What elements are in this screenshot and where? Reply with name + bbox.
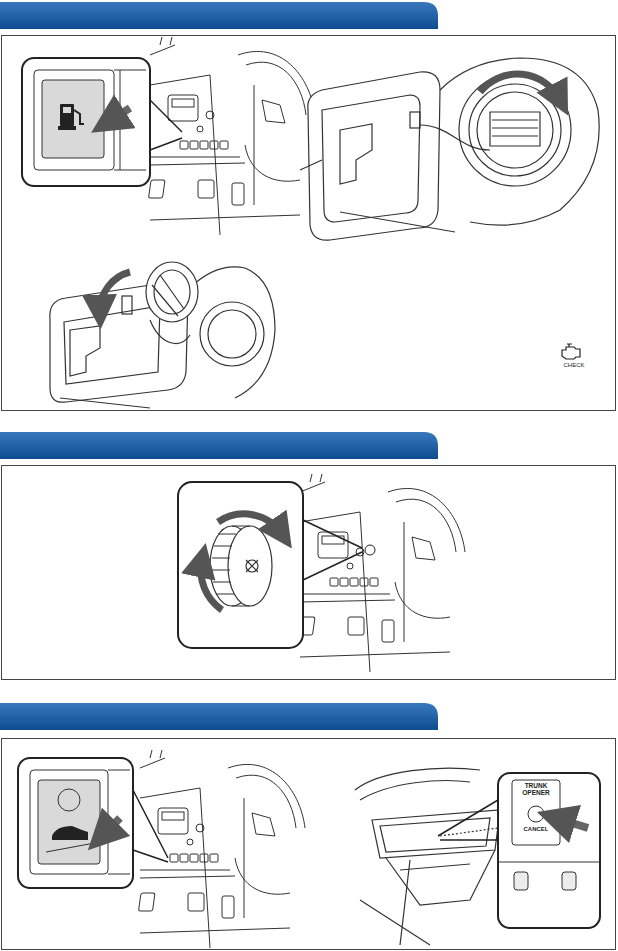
switch-label: CHECK [556, 362, 592, 368]
switch-label: TRUNK OPENER [513, 783, 559, 796]
switch-label: CANCEL [512, 826, 560, 832]
